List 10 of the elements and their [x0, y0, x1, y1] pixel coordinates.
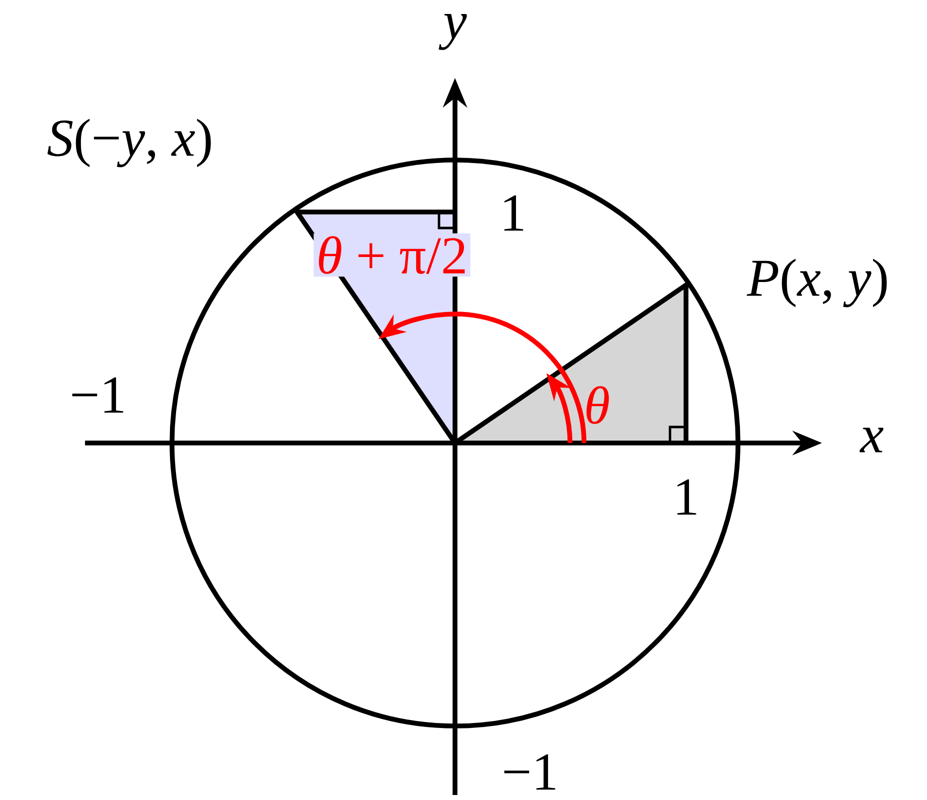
angle-label: θ + π/2	[314, 233, 470, 277]
angle-label: θ	[586, 386, 609, 424]
tick-label: −1	[72, 377, 124, 413]
axis-label: x	[860, 428, 884, 452]
tick-label: 1	[504, 195, 524, 231]
axis-label: y	[438, 14, 467, 50]
point-label: S(−y, x)	[48, 118, 211, 168]
tick-label: −1	[504, 754, 556, 790]
tick-label: 1	[677, 479, 696, 515]
point-label: P(x, y)	[746, 258, 887, 308]
